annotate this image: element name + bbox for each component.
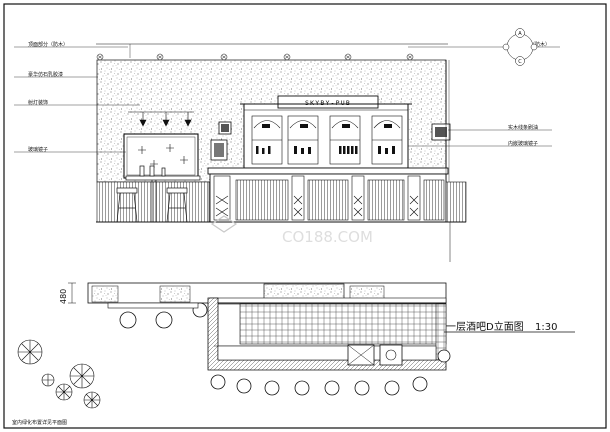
watermark: CO188.COM — [210, 215, 373, 246]
pendant-lamps — [128, 111, 194, 127]
section-marker — [502, 28, 538, 66]
wall-frames — [210, 121, 451, 161]
label-right-2: 内嵌玻璃镜子 — [508, 140, 538, 147]
drawing-title: 一层酒吧D立面图 — [446, 320, 524, 333]
marker-c: C — [518, 59, 522, 65]
watermark-text: CO188.COM — [282, 228, 373, 246]
dimension-480: 480 — [59, 289, 68, 304]
plant-note: 室内绿化布置详见平面图 — [12, 419, 67, 426]
sheet-border — [3, 3, 607, 429]
left-bar-table — [125, 165, 201, 222]
drawing-scale: 1:30 — [535, 322, 557, 333]
label-mirror-left: 玻璃镜子 — [28, 146, 48, 153]
left-mirror — [123, 133, 199, 179]
plan-view: 480 — [59, 282, 451, 396]
bar-stools — [116, 187, 188, 223]
label-wall-finish: 豪华仿石乳胶漆 — [28, 71, 63, 78]
leader-lines-left — [14, 46, 140, 153]
label-right-1: 实木线条刷油 — [508, 124, 538, 131]
label-lamp: 射灯装饰 — [28, 99, 48, 106]
ceiling-lamps — [96, 53, 414, 61]
label-top-left: 顶面部分（防木） — [28, 41, 68, 48]
wainscot-left — [96, 181, 210, 223]
bar-sign: SKYBY-PUB — [305, 99, 351, 107]
marker-a: A — [518, 31, 522, 37]
tiled-floor — [239, 303, 447, 345]
front-bar-counter — [207, 167, 449, 223]
wainscot-right — [443, 181, 467, 223]
plant-symbols — [17, 339, 101, 409]
